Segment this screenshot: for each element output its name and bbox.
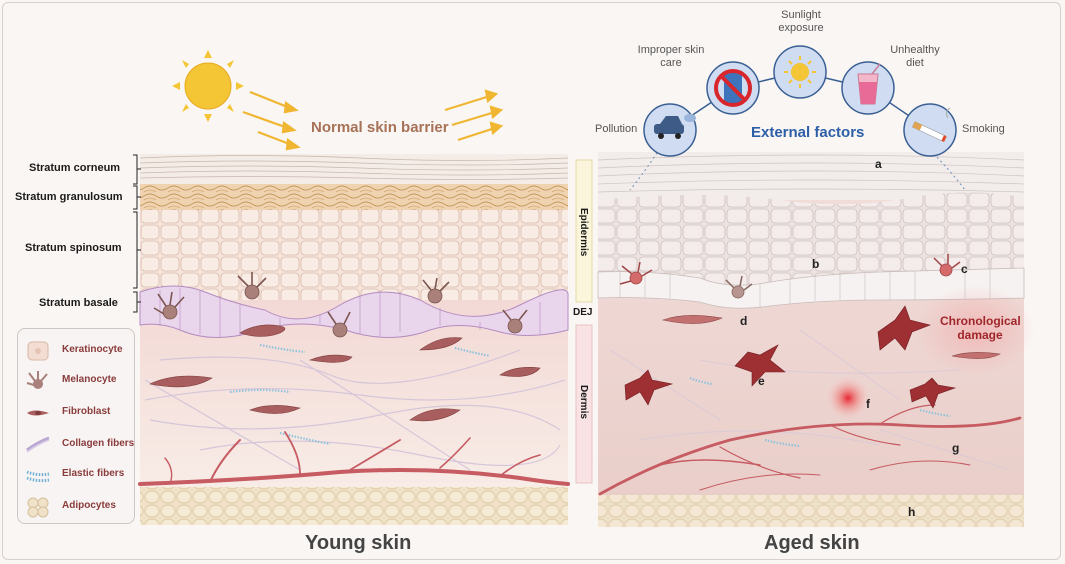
young-spinosum: [140, 210, 568, 300]
unhealthy-diet-label: Unhealthy diet: [890, 44, 940, 69]
unhealthy-diet-icon: [841, 61, 895, 115]
legend-label: Melanocyte: [62, 374, 117, 385]
marker-b: b: [812, 257, 820, 271]
young-elastic-fibers: [229, 343, 491, 446]
epidermis-bar: [575, 159, 593, 303]
aged-skin-block: [597, 139, 1035, 527]
smoking-icon: [903, 103, 957, 157]
marker-g: g: [952, 441, 960, 455]
marker-a: a: [875, 157, 882, 171]
young-skin-caption: Young skin: [305, 532, 412, 554]
improper-skin-care-icon: [706, 61, 760, 115]
young-fat-layer: [140, 487, 568, 525]
external-factors-arc: [643, 45, 957, 157]
sunlight-exposure-label: Sunlight exposure: [778, 9, 824, 34]
adipocyte-icon: [27, 497, 49, 518]
stratum-spinosum-label: Stratum spinosum: [25, 242, 122, 254]
marker-h: h: [908, 505, 916, 519]
external-factors-title: External factors: [751, 124, 865, 141]
stratum-basale-label: Stratum basale: [39, 297, 118, 309]
stratum-corneum-label: Stratum corneum: [29, 162, 121, 174]
legend-item-melanocyte: Melanocyte: [18, 369, 136, 393]
keratinocyte-icon: [27, 341, 49, 361]
elastic-icon: [26, 470, 50, 483]
melanocyte-icon: [26, 371, 48, 389]
young-granulosum: [140, 184, 568, 210]
legend-label: Fibroblast: [62, 406, 111, 417]
young-fibroblasts: [149, 324, 541, 422]
dermis-label: Dermis: [578, 385, 589, 419]
collagen-icon: [26, 436, 50, 453]
legend-label: Collagen fibers: [62, 438, 135, 449]
marker-c: c: [961, 262, 968, 276]
legend-item-keratinocyte: Keratinocyte: [18, 339, 136, 363]
epidermis-label: Epidermis: [578, 208, 589, 257]
marker-e: e: [758, 374, 765, 388]
chronological-damage-label: Chronological damage: [940, 314, 1021, 342]
young-collagen-fibers: [144, 349, 566, 471]
pollution-icon: [643, 103, 697, 157]
marker-f: f: [866, 397, 870, 411]
legend-item-fibroblast: Fibroblast: [18, 401, 136, 425]
dermis-bar: [575, 324, 593, 484]
legend-item-elastic: Elastic fibers: [18, 463, 136, 487]
cell-legend: Keratinocyte Melanocyte Fibroblast Colla…: [17, 328, 135, 524]
sunlight-exposure-icon: [773, 45, 827, 99]
sun-rays: [242, 89, 504, 151]
stratum-granulosum-label: Stratum granulosum: [15, 191, 123, 203]
young-skin-block: [138, 154, 570, 525]
young-corneum: [140, 154, 568, 184]
pollution-label: Pollution: [595, 123, 638, 135]
normal-skin-barrier-title: Normal skin barrier: [311, 119, 449, 136]
dej-label: DEJ: [573, 307, 593, 318]
legend-label: Adipocytes: [62, 500, 116, 511]
legend-item-adipocytes: Adipocytes: [18, 495, 136, 519]
young-melanocytes: [153, 272, 528, 338]
legend-label: Keratinocyte: [62, 344, 123, 355]
fibroblast-icon: [27, 410, 49, 416]
improper-skin-care-label: Improper skin care: [637, 44, 705, 69]
sun-icon: [172, 50, 244, 122]
aged-skin-caption: Aged skin: [764, 532, 860, 554]
strata-brackets: [133, 154, 141, 313]
inflammation-spot: [826, 376, 870, 420]
young-blood-vessels: [138, 431, 570, 486]
legend-label: Elastic fibers: [62, 468, 125, 479]
legend-item-collagen: Collagen fibers: [18, 433, 136, 457]
marker-d: d: [740, 314, 748, 328]
smoking-label: Smoking: [962, 123, 1005, 135]
